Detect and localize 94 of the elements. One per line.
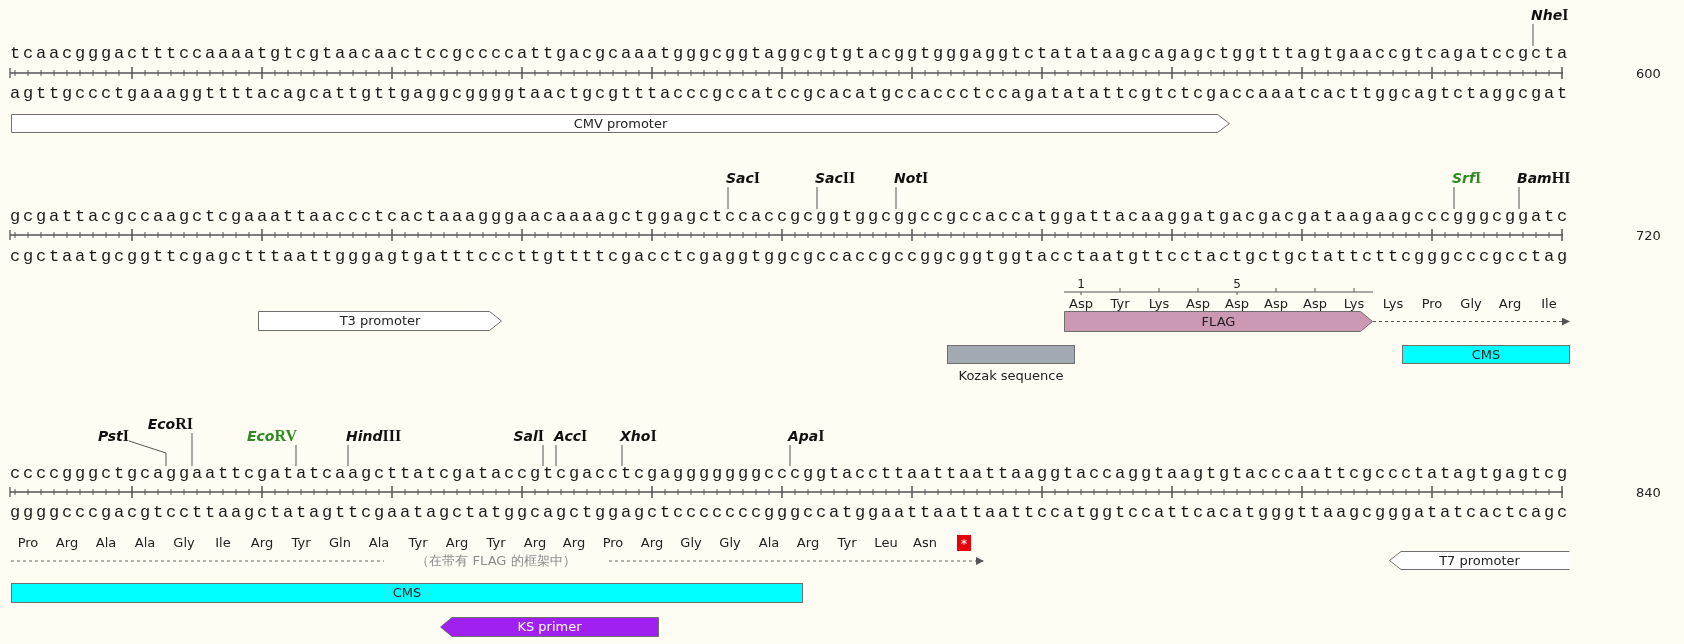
stop-codon: * — [957, 535, 971, 551]
amino-acid: Lys — [1382, 296, 1404, 312]
leader-line — [621, 444, 623, 467]
feature-bar — [1402, 345, 1570, 364]
position-number: 840 — [1636, 485, 1661, 501]
amino-acid: Arg — [796, 535, 820, 551]
leader-line — [816, 186, 818, 210]
amino-acid: Tyr — [1110, 296, 1130, 312]
residue-number: 1 — [1077, 277, 1085, 291]
enzyme-site-label: SacI — [726, 169, 761, 187]
enzyme-site-label: SalI — [513, 427, 544, 445]
amino-acid: Arg — [445, 535, 469, 551]
amino-acid: Tyr — [291, 535, 311, 551]
amino-acid: Gly — [680, 535, 702, 551]
amino-acid: Asp — [1264, 296, 1288, 312]
enzyme-site-label: XhoI — [620, 427, 657, 445]
frame-note: （在带有 FLAG 的框架中） — [416, 553, 576, 569]
feature-label: KS primer — [516, 618, 583, 636]
amino-acid: Ala — [134, 535, 156, 551]
amino-acid: Arg — [250, 535, 274, 551]
amino-acid: Asp — [1225, 296, 1249, 312]
leader-line — [1532, 23, 1534, 47]
leader-line — [895, 186, 897, 210]
amino-acid: Ile — [215, 535, 231, 551]
position-number: 600 — [1636, 66, 1661, 82]
amino-acid: Gly — [1460, 296, 1482, 312]
arrow — [1372, 317, 1570, 326]
amino-acid: Leu — [874, 535, 898, 551]
dna-sequence: ccccgggctgcaggaattcgatatcaagcttatcgataccgtcgacctcgagggggggcccggtaccttaattaattaaggtaccaggtaagtgtacccaattcgccctatagtgagtcg — [9, 463, 1571, 485]
amino-acid: Asp — [1186, 296, 1210, 312]
dna-sequence: ggggcccgacgtccttaagctatagttcgaatagctatggcagctggagctcccccccgggccatggaattaattaattccatggtccattcacatgggttaagcgggatatcactcagc — [9, 502, 1571, 524]
amino-acid: Asp — [1069, 296, 1093, 312]
leader-line — [1518, 186, 1520, 210]
dna-sequence: cgctaatgcggttcgagctttaattgggagtgatttcccttgttttcgacctcgaggtggcgccaccgccggcggtggtacctaatgttcctactgctgctattcttcgggcccgcctag — [9, 246, 1571, 268]
amino-acid: Tyr — [837, 535, 857, 551]
leader-line — [1453, 186, 1455, 210]
feature-label: Kozak sequence — [957, 367, 1065, 385]
amino-acid: Gly — [719, 535, 741, 551]
amino-acid: Gly — [173, 535, 195, 551]
enzyme-site-label: NotI — [894, 169, 929, 187]
feature-label: T3 promoter — [338, 312, 422, 330]
enzyme-site-label: SrfI — [1452, 169, 1482, 187]
residue-number: 5 — [1233, 277, 1241, 291]
amino-acid: Ala — [758, 535, 780, 551]
leader-line — [295, 444, 297, 467]
enzyme-site-label: AccI — [554, 427, 588, 445]
amino-acid: Tyr — [408, 535, 428, 551]
enzyme-site-label: PstI — [97, 427, 129, 445]
feature-label: CMV promoter — [572, 115, 669, 133]
feature-bar — [11, 583, 803, 603]
amino-acid: Arg — [1498, 296, 1522, 312]
leader-line — [542, 444, 544, 467]
leader-line — [347, 444, 349, 467]
amino-acid: Arg — [562, 535, 586, 551]
amino-acid: Asn — [913, 535, 937, 551]
amino-acid: Ile — [1541, 296, 1557, 312]
amino-acid: Arg — [55, 535, 79, 551]
dna-sequence: gcgattacgccaagctcgaaattaaccctcactaaagggaacaaaagctggagctccaccgcggtggcggccgccaccatggattacaaggatgacgacgataagaagcccgggcggatc — [9, 206, 1571, 228]
amino-acid: Ala — [95, 535, 117, 551]
enzyme-site-label: EcoRI — [147, 415, 193, 433]
feature-block — [1064, 311, 1373, 332]
feature-block — [1389, 551, 1570, 570]
amino-acid: Pro — [17, 535, 39, 551]
amino-acid: Arg — [523, 535, 547, 551]
feature-label: T7 promoter — [1438, 552, 1521, 570]
leader-line — [128, 440, 167, 467]
leader-line — [789, 444, 791, 467]
amino-acid: Pro — [1421, 296, 1443, 312]
dna-sequence: agttgccctgaaaggttttacagcattgttgaggcggggtaactgcgtttacccgccatccgcacatgccaccctccagatatattcgtctcgaccaaatcacttggcagtctaggcgat — [9, 83, 1571, 105]
feature-label: CMS — [391, 584, 423, 602]
amino-acid: Lys — [1148, 296, 1170, 312]
feature-block — [440, 617, 659, 637]
amino-acid: Tyr — [486, 535, 506, 551]
position-number: 720 — [1636, 228, 1661, 244]
amino-acid: Arg — [640, 535, 664, 551]
leader-line — [555, 444, 557, 467]
feature-label: CMS — [1470, 346, 1502, 364]
amino-acid: Ala — [368, 535, 390, 551]
enzyme-site-label: ApaI — [788, 427, 825, 445]
feature-block — [11, 114, 1230, 133]
enzyme-site-label: EcoRV — [246, 427, 297, 445]
leader-line — [727, 186, 729, 210]
feature-label: FLAG — [1200, 313, 1237, 331]
amino-acid: Asp — [1303, 296, 1327, 312]
enzyme-site-label: SacII — [815, 169, 856, 187]
amino-acid: Lys — [1343, 296, 1365, 312]
enzyme-site-label: HindIII — [346, 427, 402, 445]
amino-acid: Gln — [329, 535, 351, 551]
feature-block — [258, 311, 502, 331]
leader-line — [191, 432, 193, 467]
enzyme-site-label: BamHI — [1517, 169, 1571, 187]
amino-acid: Pro — [602, 535, 624, 551]
enzyme-site-label: NheI — [1531, 6, 1569, 24]
dna-sequence: tcaacgggactttccaaaatgtcgtaacaactccgccccattgacgcaaatgggcggtaggcgtgtacggtgggaggtctatataagcagagctggtttagtgaaccgtcagatccgcta — [9, 43, 1571, 65]
